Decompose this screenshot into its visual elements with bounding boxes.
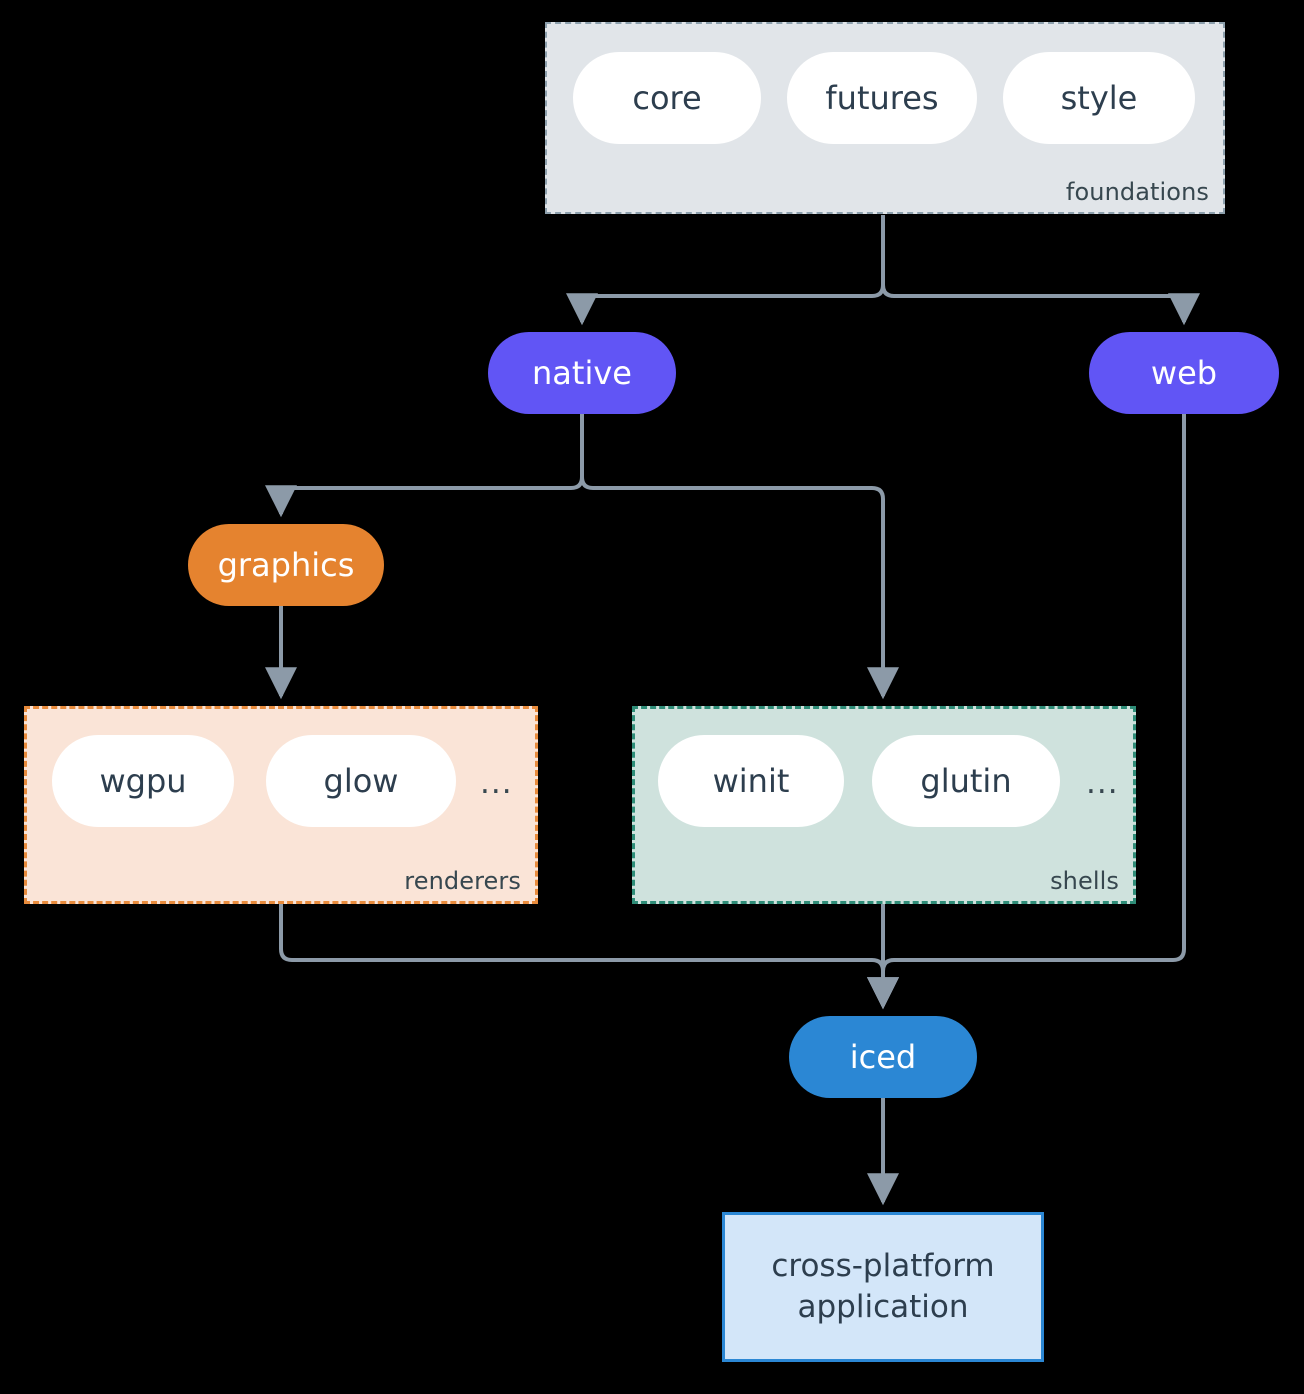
node-label-glutin: glutin — [920, 762, 1012, 800]
node-label-futures: futures — [825, 79, 939, 117]
node-label-core: core — [632, 79, 702, 117]
node-glow[interactable]: glow — [266, 735, 456, 827]
renderers-more-ellipsis: ... — [480, 765, 513, 801]
node-label-style: style — [1060, 79, 1138, 117]
shells-more-ellipsis: ... — [1086, 765, 1119, 801]
node-web[interactable]: web — [1089, 332, 1279, 414]
edge-native-graphics — [265, 414, 584, 518]
node-label-application-line2: application — [797, 1289, 969, 1325]
node-futures[interactable]: futures — [787, 52, 977, 144]
edge-native-shells — [580, 414, 899, 700]
edge-renderers-iced — [279, 904, 899, 1010]
node-native[interactable]: native — [488, 332, 676, 414]
node-glutin[interactable]: glutin — [872, 735, 1060, 827]
node-winit[interactable]: winit — [658, 735, 844, 827]
node-core[interactable]: core — [573, 52, 761, 144]
node-graphics[interactable]: graphics — [188, 524, 384, 606]
node-label-web: web — [1150, 354, 1218, 392]
node-label-graphics: graphics — [217, 546, 355, 584]
edge-foundations-web — [881, 215, 1200, 326]
node-label-wgpu: wgpu — [99, 762, 187, 800]
node-cross-platform-application[interactable]: cross-platform application — [722, 1212, 1044, 1362]
node-label-winit: winit — [712, 762, 790, 800]
node-label-glow: glow — [323, 762, 399, 800]
node-wgpu[interactable]: wgpu — [52, 735, 234, 827]
edge-foundations-native — [566, 215, 885, 326]
node-label-application-line1: cross-platform — [771, 1248, 995, 1285]
node-iced[interactable]: iced — [789, 1016, 977, 1098]
node-label-native: native — [532, 354, 632, 392]
cluster-label-shells: shells — [1050, 867, 1119, 895]
cluster-label-foundations: foundations — [1065, 178, 1209, 206]
node-style[interactable]: style — [1003, 52, 1195, 144]
cluster-label-renderers: renderers — [404, 867, 521, 895]
node-label-iced: iced — [849, 1038, 917, 1076]
